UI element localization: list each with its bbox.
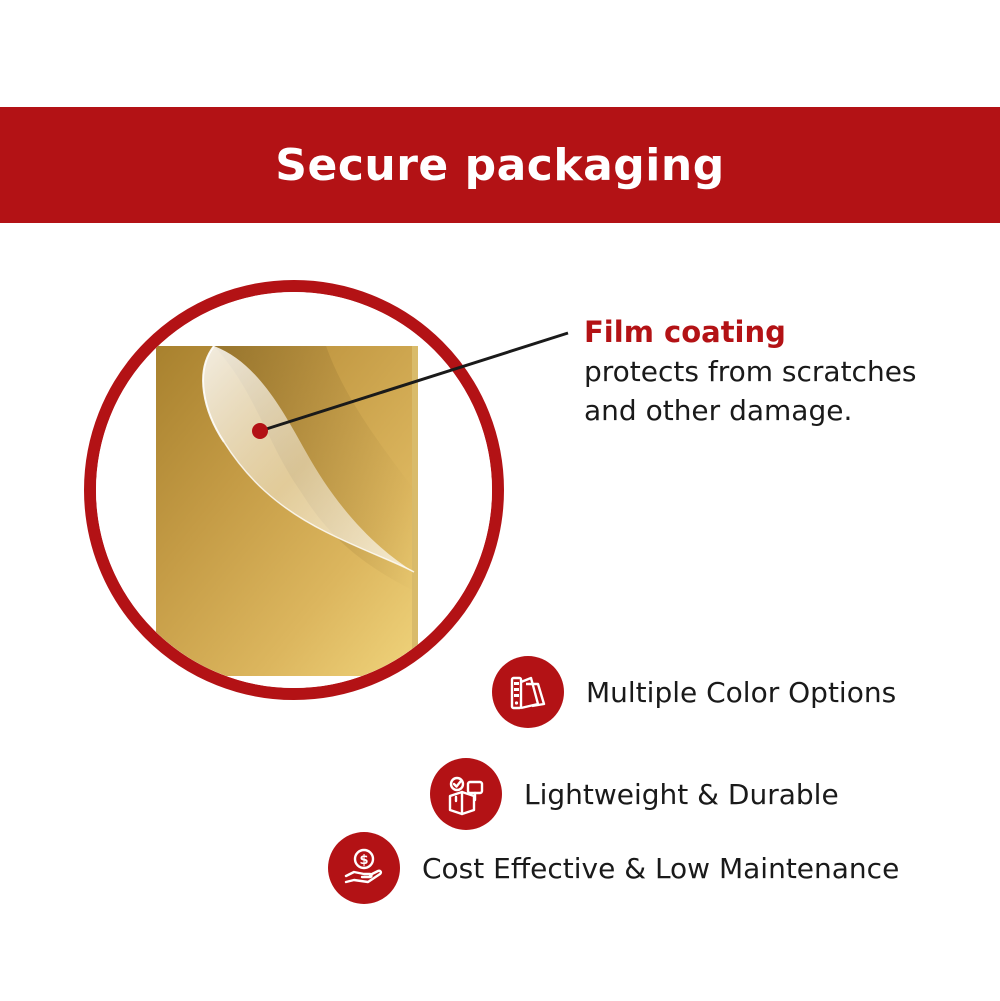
feature-label: Lightweight & Durable	[524, 777, 839, 811]
callout-title: Film coating	[584, 315, 786, 349]
header-banner: Secure packaging	[0, 107, 1000, 223]
feature-label: Cost Effective & Low Maintenance	[422, 851, 900, 885]
feature-lightweight-durable: Lightweight & Durable	[430, 758, 839, 830]
banner-title: Secure packaging	[275, 139, 725, 191]
svg-text:$: $	[359, 853, 368, 868]
package-with-weight-icon	[430, 758, 502, 830]
gold-sheet-illustration	[96, 292, 492, 688]
callout-line-2: and other damage.	[584, 394, 853, 427]
film-coating-callout: Film coating protects from scratches and…	[584, 312, 984, 430]
color-swatch-fan-icon	[492, 656, 564, 728]
feature-color-options: Multiple Color Options	[492, 656, 896, 728]
product-photo-circle	[84, 280, 504, 700]
feature-cost-effective: $ Cost Effective & Low Maintenance	[328, 832, 899, 904]
feature-label: Multiple Color Options	[586, 675, 897, 709]
coin-in-hand-icon: $	[328, 832, 400, 904]
callout-line-1: protects from scratches	[584, 355, 917, 388]
